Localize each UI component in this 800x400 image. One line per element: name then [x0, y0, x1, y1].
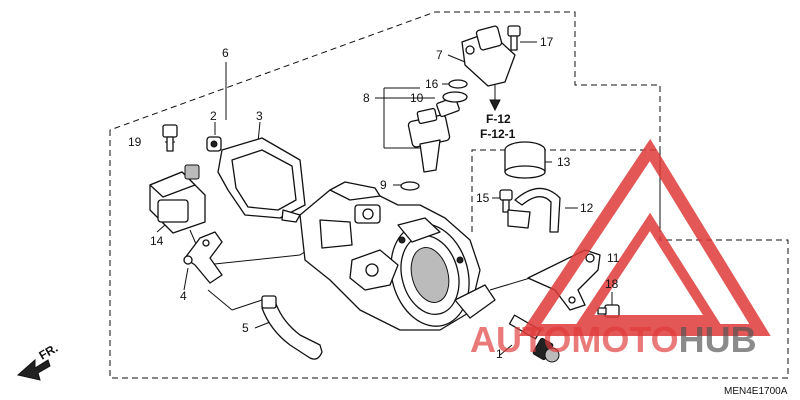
callout-1: 1: [496, 347, 503, 361]
watermark-text-auto: AUTOMOTO: [470, 319, 679, 360]
callout-6: 6: [222, 46, 229, 60]
callout-12: 12: [580, 201, 594, 215]
assembly-boundary-main: [109, 11, 789, 379]
callout-14: 14: [150, 234, 164, 248]
callout-19: 19: [128, 135, 142, 149]
watermark-logo: [518, 138, 771, 336]
callout-3: 3: [256, 109, 263, 123]
drawing-code: MEN4E1700A: [724, 386, 788, 397]
watermark-text-hub: HUB: [679, 319, 757, 360]
assembly-boundary-sub: [471, 149, 661, 232]
part-13-boot: [504, 141, 546, 179]
part-17-bolt: [507, 25, 521, 51]
part-7-fuel-joint: [461, 25, 516, 87]
callout-4: 4: [180, 289, 187, 303]
part-16-o-ring: [448, 79, 468, 89]
callout-7: 7: [436, 48, 443, 62]
callout-10: 10: [410, 91, 424, 105]
part-12-clamp: [507, 187, 561, 233]
callout-18: 18: [605, 277, 619, 291]
callout-13: 13: [557, 155, 571, 169]
part-14-sensor: [149, 164, 206, 234]
part-4-bracket: [183, 231, 223, 284]
reference-arrow: [489, 99, 501, 112]
part-3-cover: [217, 137, 306, 223]
part-19-bolt: [162, 124, 178, 152]
front-direction-indicator: FR.: [16, 341, 61, 381]
part-2-grommet: [206, 136, 222, 152]
part-15-bolt: [499, 189, 513, 213]
callout-16: 16: [425, 77, 439, 91]
part-8-injector: [407, 96, 460, 173]
part-5-hose: [261, 295, 323, 360]
reference-label-f12-1: F-12-1: [480, 127, 516, 141]
callout-15: 15: [476, 191, 490, 205]
callout-17: 17: [540, 35, 554, 49]
callout-9: 9: [380, 178, 387, 192]
callout-8: 8: [363, 91, 370, 105]
callout-11: 11: [607, 251, 620, 265]
part-callouts: 1 2 3 4 5 6 7 8 9 10 11 12 13 14 15 16 1…: [128, 35, 620, 361]
throttle-body: [299, 181, 496, 331]
watermark-triangle-outer: [518, 138, 771, 336]
callout-5: 5: [242, 321, 249, 335]
part-10-seal: [442, 91, 468, 103]
reference-label-f12: F-12: [486, 112, 511, 126]
watermark-triangle-inner: [575, 212, 722, 325]
front-direction-label: FR.: [37, 341, 61, 363]
part-9-o-ring: [400, 181, 420, 191]
watermark-text: AUTOMOTOHUB: [470, 319, 757, 360]
callout-2: 2: [210, 109, 217, 123]
